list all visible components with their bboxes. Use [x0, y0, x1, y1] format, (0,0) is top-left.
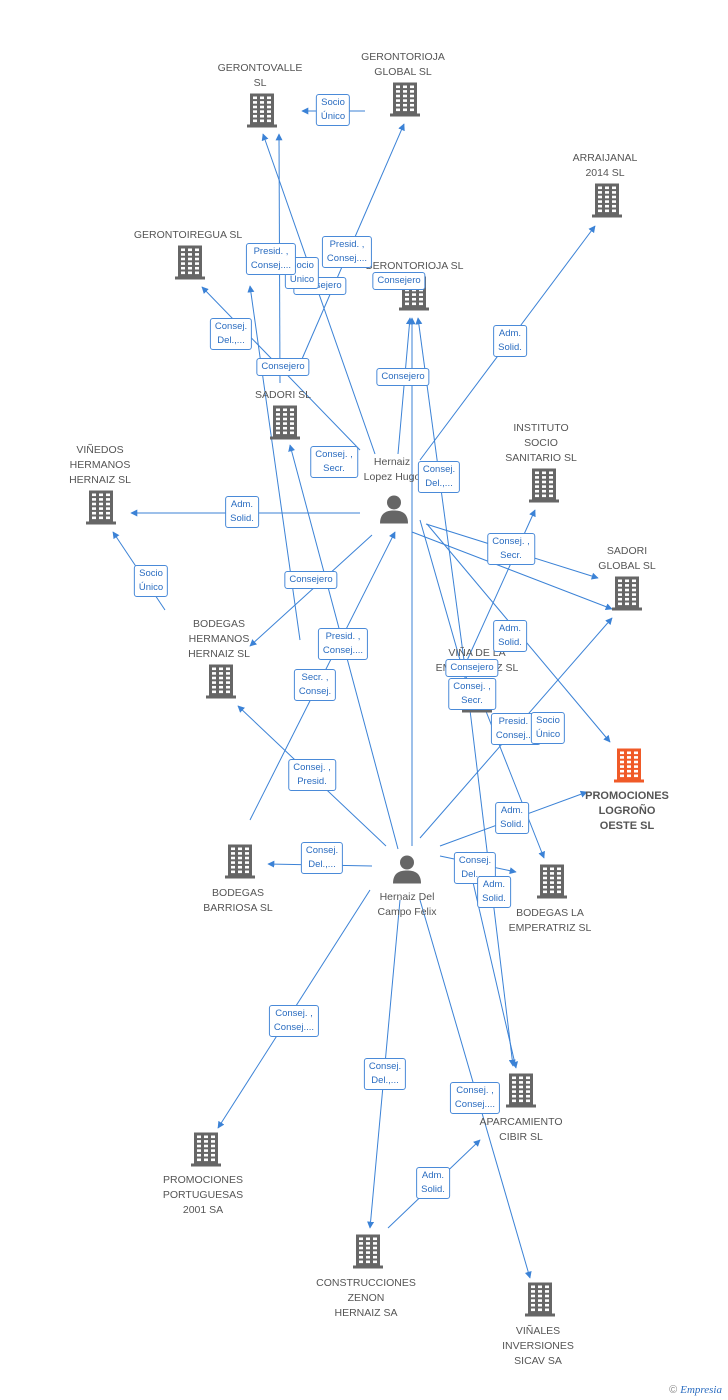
building-icon[interactable]	[506, 1073, 536, 1113]
relationship-label[interactable]: Adm. Solid.	[493, 620, 527, 652]
building-icon[interactable]	[206, 664, 236, 704]
relationship-label[interactable]: Consej. , Presid.	[288, 759, 336, 791]
company-name[interactable]: VIÑEDOS HERMANOS HERNAIZ SL	[69, 444, 131, 486]
company-name[interactable]: SADORI GLOBAL SL	[598, 545, 656, 572]
building-icon[interactable]	[225, 844, 255, 884]
relationship-label[interactable]: Adm. Solid.	[416, 1167, 450, 1199]
company-name[interactable]: GERONTORIOJA GLOBAL SL	[361, 51, 445, 78]
company-name[interactable]: GERONTOVALLE SL	[217, 62, 303, 89]
relationship-label[interactable]: Adm. Solid.	[477, 876, 511, 908]
relationship-label[interactable]: Adm. Solid.	[495, 802, 529, 834]
relationship-label[interactable]: Consej. , Secr.	[310, 446, 358, 478]
relationship-label[interactable]: Consejero	[372, 272, 426, 290]
relationship-label[interactable]: Socio Único	[315, 94, 351, 126]
relationship-label[interactable]: Consej. Del.,...	[417, 461, 461, 493]
relationship-label[interactable]: Presid. , Consej....	[317, 628, 369, 660]
building-icon[interactable]	[191, 1132, 221, 1172]
company-name[interactable]: GERONTOIREGUA SL	[133, 229, 243, 241]
copyright-icon: ©	[669, 1384, 678, 1396]
building-icon[interactable]	[247, 93, 277, 133]
building-icon[interactable]	[612, 576, 642, 616]
relationship-label[interactable]: Presid. , Consej....	[321, 236, 373, 268]
company-name[interactable]: CONSTRUCCIONES ZENON HERNAIZ SA	[316, 1277, 416, 1319]
person-icon[interactable]	[379, 494, 409, 529]
brand-footer: ©Empresia	[669, 1384, 722, 1396]
building-icon[interactable]	[592, 183, 622, 223]
connection-line-extra	[475, 685, 545, 859]
company-name[interactable]: PROMOCIONES PORTUGUESAS 2001 SA	[162, 1174, 244, 1216]
building-icon[interactable]	[175, 245, 205, 285]
building-icon[interactable]	[390, 82, 420, 122]
company-name[interactable]: VIÑALES INVERSIONES SICAV SA	[502, 1325, 574, 1367]
brand-logo: Empresia	[680, 1384, 722, 1396]
relationship-label[interactable]: Consej. , Consej....	[268, 1005, 320, 1037]
relationship-label[interactable]: Presid. , Consej....	[245, 243, 297, 275]
person-name[interactable]: Hernaiz Lopez Hugo	[363, 456, 421, 483]
company-name[interactable]: INSTITUTO SOCIO SANITARIO SL	[505, 422, 577, 464]
connection-line	[411, 531, 613, 611]
relationship-label[interactable]: Secr. , Consej.	[293, 669, 337, 701]
company-name[interactable]: ARRAIJANAL 2014 SL	[572, 152, 638, 179]
connection-line	[465, 851, 518, 1069]
building-icon[interactable]	[525, 1282, 555, 1322]
relationship-label[interactable]: Adm. Solid.	[225, 496, 259, 528]
building-icon[interactable]	[270, 405, 300, 445]
relationship-label[interactable]: Consej. , Secr.	[487, 533, 535, 565]
company-name[interactable]: GERONTORIOJA SL	[364, 260, 464, 272]
person-name[interactable]: Hernaiz Del Campo Felix	[377, 891, 437, 918]
relationship-label[interactable]: Socio Único	[530, 712, 566, 744]
company-name[interactable]: BODEGAS BARRIOSA SL	[203, 887, 273, 914]
relationship-label[interactable]: Consejero	[284, 571, 338, 589]
company-name[interactable]: APARCAMIENTO CIBIR SL	[479, 1116, 563, 1143]
company-name[interactable]: PROMOCIONES LOGROÑO OESTE SL	[585, 790, 669, 832]
connection-line	[397, 317, 413, 455]
company-name[interactable]: BODEGAS LA EMPERATRIZ SL	[508, 907, 592, 934]
relationship-label[interactable]: Consej. , Secr.	[448, 678, 496, 710]
company-name[interactable]: SADORI SL	[254, 389, 312, 401]
relationship-label[interactable]: Consejero	[256, 358, 310, 376]
relationship-label[interactable]: Consej. Del.,...	[363, 1058, 407, 1090]
person-icon[interactable]	[392, 854, 422, 889]
relationship-label[interactable]: Consejero	[445, 659, 499, 677]
building-icon[interactable]	[86, 490, 116, 530]
relationship-label[interactable]: Adm. Solid.	[493, 325, 527, 357]
relationship-label[interactable]: Consejero	[376, 368, 430, 386]
relationship-label[interactable]: Consej. Del.,...	[209, 318, 253, 350]
relationship-label[interactable]: Consej. , Consej....	[449, 1082, 501, 1114]
relationship-label[interactable]: Socio Único	[133, 565, 169, 597]
building-icon[interactable]	[537, 864, 567, 904]
building-icon-highlight[interactable]	[614, 748, 644, 788]
company-name[interactable]: BODEGAS HERMANOS HERNAIZ SL	[188, 618, 250, 660]
building-icon[interactable]	[353, 1234, 383, 1274]
relationship-label[interactable]: Consej. Del.,...	[300, 842, 344, 874]
building-icon[interactable]	[529, 468, 559, 508]
connection-line	[249, 534, 373, 647]
